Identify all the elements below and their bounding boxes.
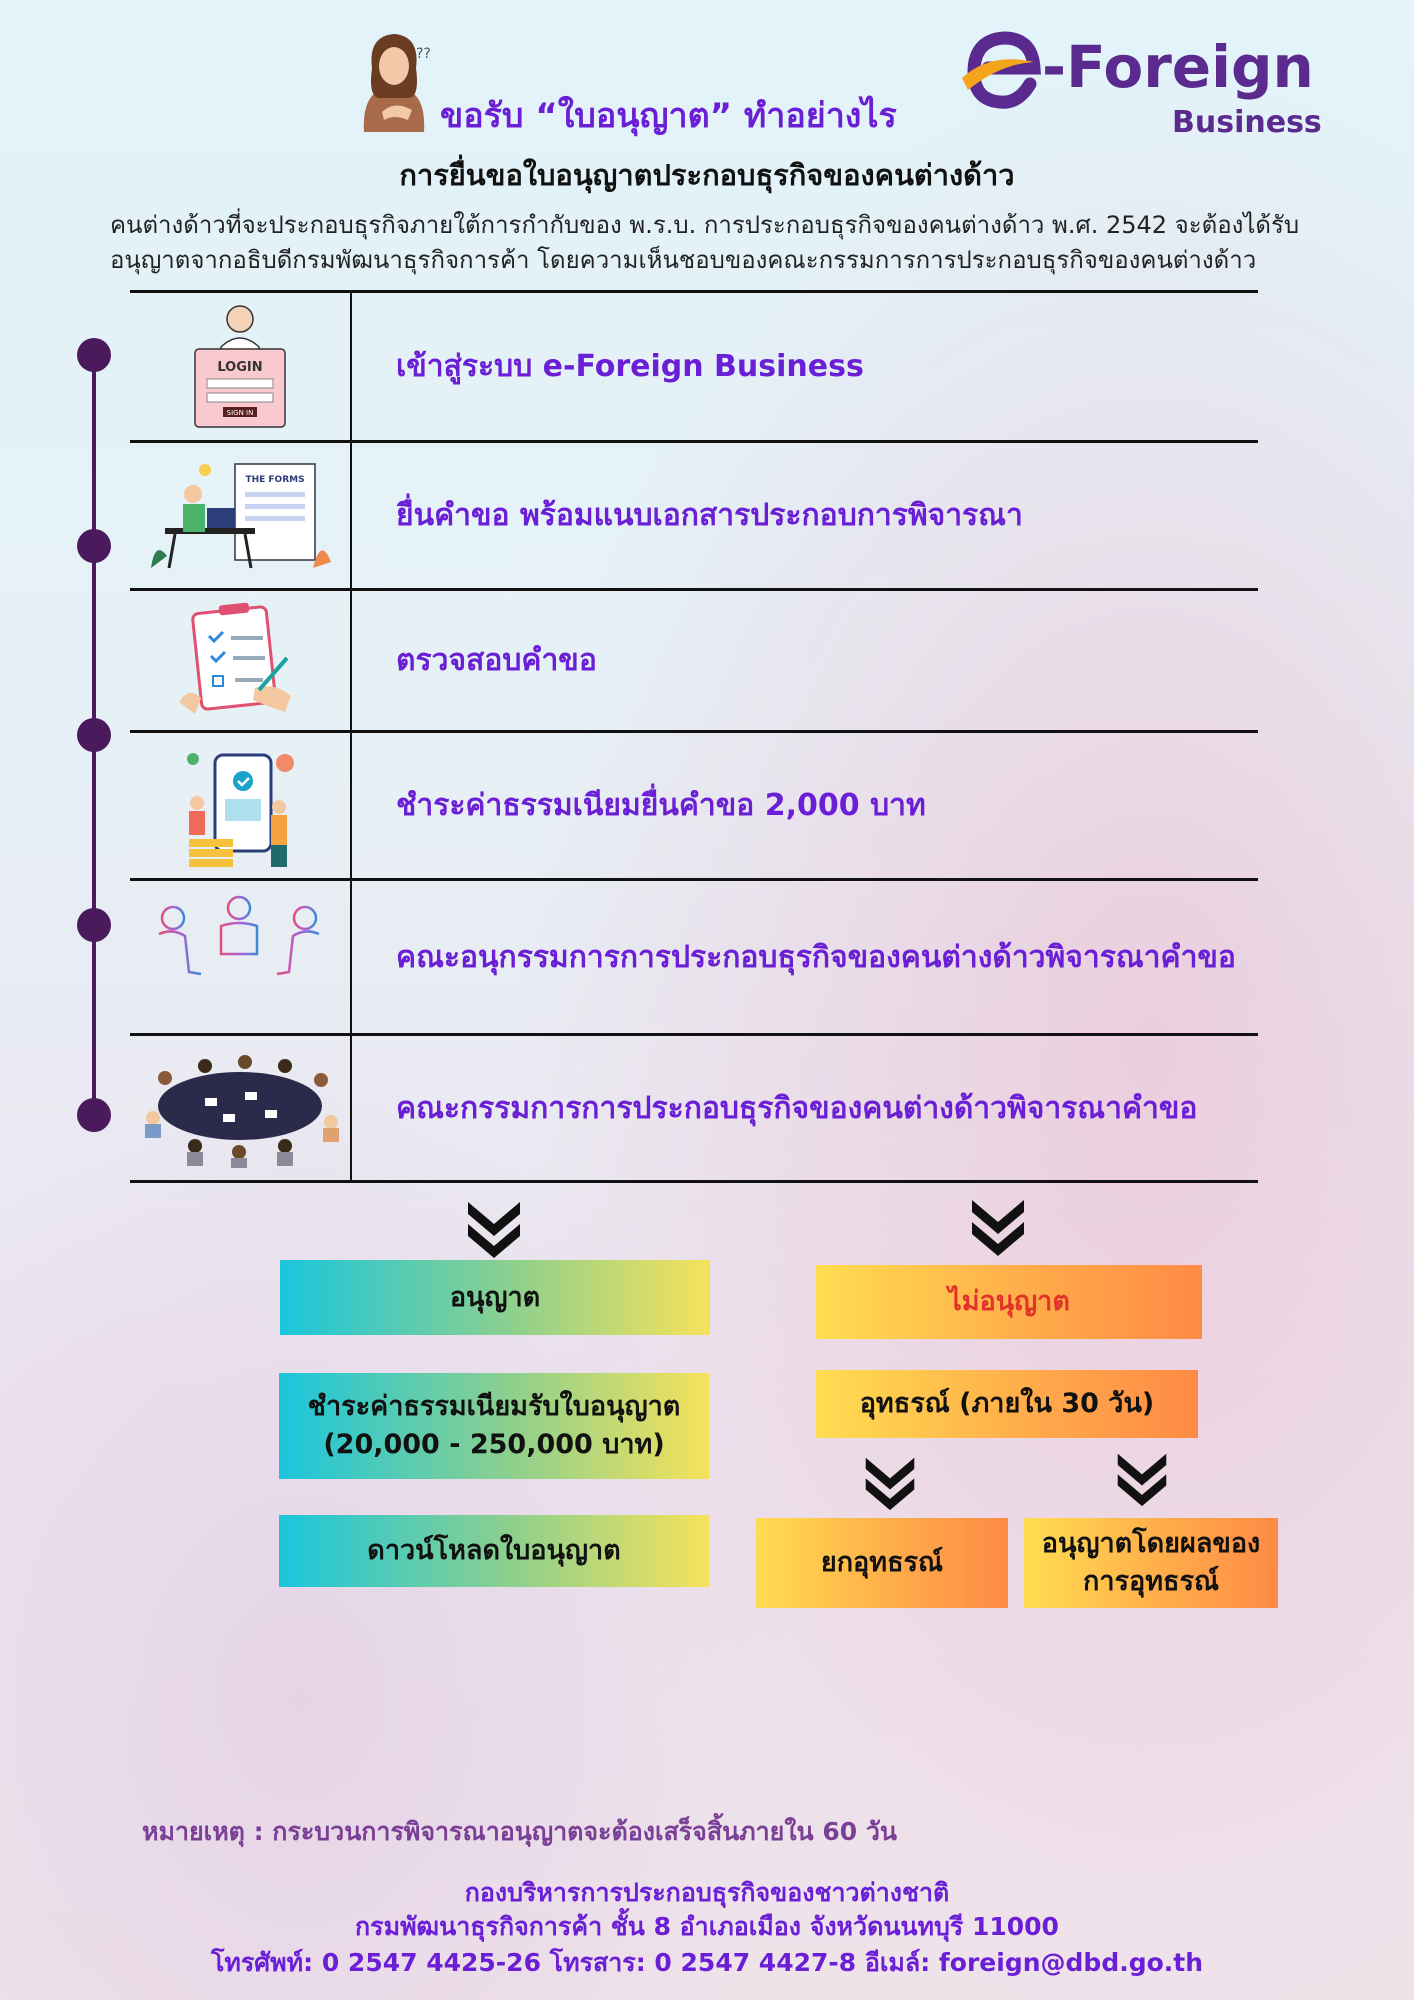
page-title: ขอรับ “ใบอนุญาต” ทำอย่างไร [440, 96, 897, 136]
step-label: ชำระค่าธรรมเนียมยื่นคำขอ 2,000 บาท [396, 788, 926, 823]
rejected-label: ไม่อนุญาต [948, 1286, 1070, 1317]
svg-text:LOGIN: LOGIN [217, 360, 262, 375]
step-label: ยื่นคำขอ พร้อมแนบเอกสารประกอบการพิจารณา [396, 498, 1023, 533]
appeal-granted-line-2: การอุทธรณ์ [1082, 1566, 1220, 1597]
step-label: คณะอนุกรรมการการประกอบธุรกิจของคนต่างด้า… [396, 939, 1236, 975]
double-chevron-down-icon [468, 1202, 520, 1258]
remark-note: หมายเหตุ : กระบวนการพิจารณาอนุญาตจะต้องเ… [142, 1817, 897, 1846]
meeting-icon [130, 881, 352, 1033]
download-license-label: ดาวน์โหลดใบอนุญาต [367, 1535, 621, 1566]
timeline-dot [77, 718, 111, 752]
section-subtitle: การยื่นขอใบอนุญาตประกอบธุรกิจของคนต่างด้… [399, 158, 1015, 192]
appeal-label: อุทธรณ์ (ภายใน 30 วัน) [859, 1388, 1155, 1419]
login-icon: LOGIN SIGN IN [130, 293, 352, 440]
appeal-granted-box: อนุญาตโดยผลของ การอุทธรณ์ [1024, 1518, 1278, 1608]
footer-address: กรมพัฒนาธุรกิจการค้า ชั้น 8 อำเภอเมือง จ… [355, 1912, 1059, 1941]
step-row: ตรวจสอบคำขอ [130, 588, 1258, 730]
appeal-dismissed-box: ยกอุทธรณ์ [756, 1518, 1008, 1608]
license-fee-line-1: ชำระค่าธรรมเนียมรับใบอนุญาต [307, 1391, 681, 1422]
footer-contact: โทรศัพท์: 0 2547 4425-26 โทรสาร: 0 2547 … [210, 1948, 1204, 1977]
timeline-dot [77, 1098, 111, 1132]
logo-foreign-text: -Foreign [1042, 33, 1314, 101]
steps-table: LOGIN SIGN IN เข้าสู่ระบบ e-Foreign Busi… [130, 290, 1258, 1183]
clipboard-icon [130, 591, 352, 730]
double-chevron-down-icon [865, 1457, 915, 1511]
e-foreign-logo-mark [960, 22, 1050, 117]
approved-label: อนุญาต [449, 1281, 541, 1313]
rejected-box: ไม่อนุญาต [816, 1265, 1202, 1339]
step-label: คณะกรรมการการประกอบธุรกิจของคนต่างด้าวพิ… [396, 1090, 1198, 1126]
payment-icon [130, 733, 352, 878]
double-chevron-down-icon [1117, 1453, 1167, 1507]
download-license-box: ดาวน์โหลดใบอนุญาต [279, 1515, 709, 1587]
approved-box: อนุญาต [280, 1260, 710, 1335]
timeline-dot [77, 529, 111, 563]
step-row: LOGIN SIGN IN เข้าสู่ระบบ e-Foreign Busi… [130, 290, 1258, 440]
svg-text:SIGN IN: SIGN IN [227, 409, 254, 417]
step-row: คณะกรรมการการประกอบธุรกิจของคนต่างด้าวพิ… [130, 1033, 1258, 1183]
appeal-granted-line-1: อนุญาตโดยผลของ [1041, 1528, 1261, 1559]
appeal-box: อุทธรณ์ (ภายใน 30 วัน) [816, 1370, 1198, 1438]
timeline-dot [77, 338, 111, 372]
timeline-dot [77, 908, 111, 942]
step-row: ชำระค่าธรรมเนียมยื่นคำขอ 2,000 บาท [130, 730, 1258, 878]
intro-line-1: คนต่างด้าวที่จะประกอบธุรกิจภายใต้การกำกั… [110, 211, 1300, 239]
forms-icon: THE FORMS [130, 443, 352, 588]
intro-line-2: อนุญาตจากอธิบดีกรมพัฒนาธุรกิจการค้า โดยค… [110, 246, 1257, 274]
thinking-woman-illustration: ?? [354, 28, 434, 132]
appeal-dismissed-label: ยกอุทธรณ์ [820, 1547, 944, 1578]
license-fee-box: ชำระค่าธรรมเนียมรับใบอนุญาต (20,000 - 25… [279, 1373, 709, 1479]
logo-business-text: Business [1172, 105, 1322, 140]
double-chevron-down-icon [972, 1200, 1024, 1256]
step-label: เข้าสู่ระบบ e-Foreign Business [396, 349, 864, 384]
step-row: คณะอนุกรรมการการประกอบธุรกิจของคนต่างด้า… [130, 878, 1258, 1033]
intro-paragraph: คนต่างด้าวที่จะประกอบธุรกิจภายใต้การกำกั… [110, 208, 1320, 278]
svg-text:THE FORMS: THE FORMS [245, 475, 304, 485]
license-fee-line-2: (20,000 - 250,000 บาท) [323, 1429, 665, 1460]
step-row: THE FORMS ยื่นคำขอ พร้อมแนบเอกสารประกอบก… [130, 440, 1258, 588]
svg-text:??: ?? [416, 46, 431, 62]
footer-department: กองบริหารการประกอบธุรกิจของชาวต่างชาติ [464, 1878, 950, 1907]
committee-icon [130, 1036, 352, 1180]
step-label: ตรวจสอบคำขอ [396, 643, 597, 678]
